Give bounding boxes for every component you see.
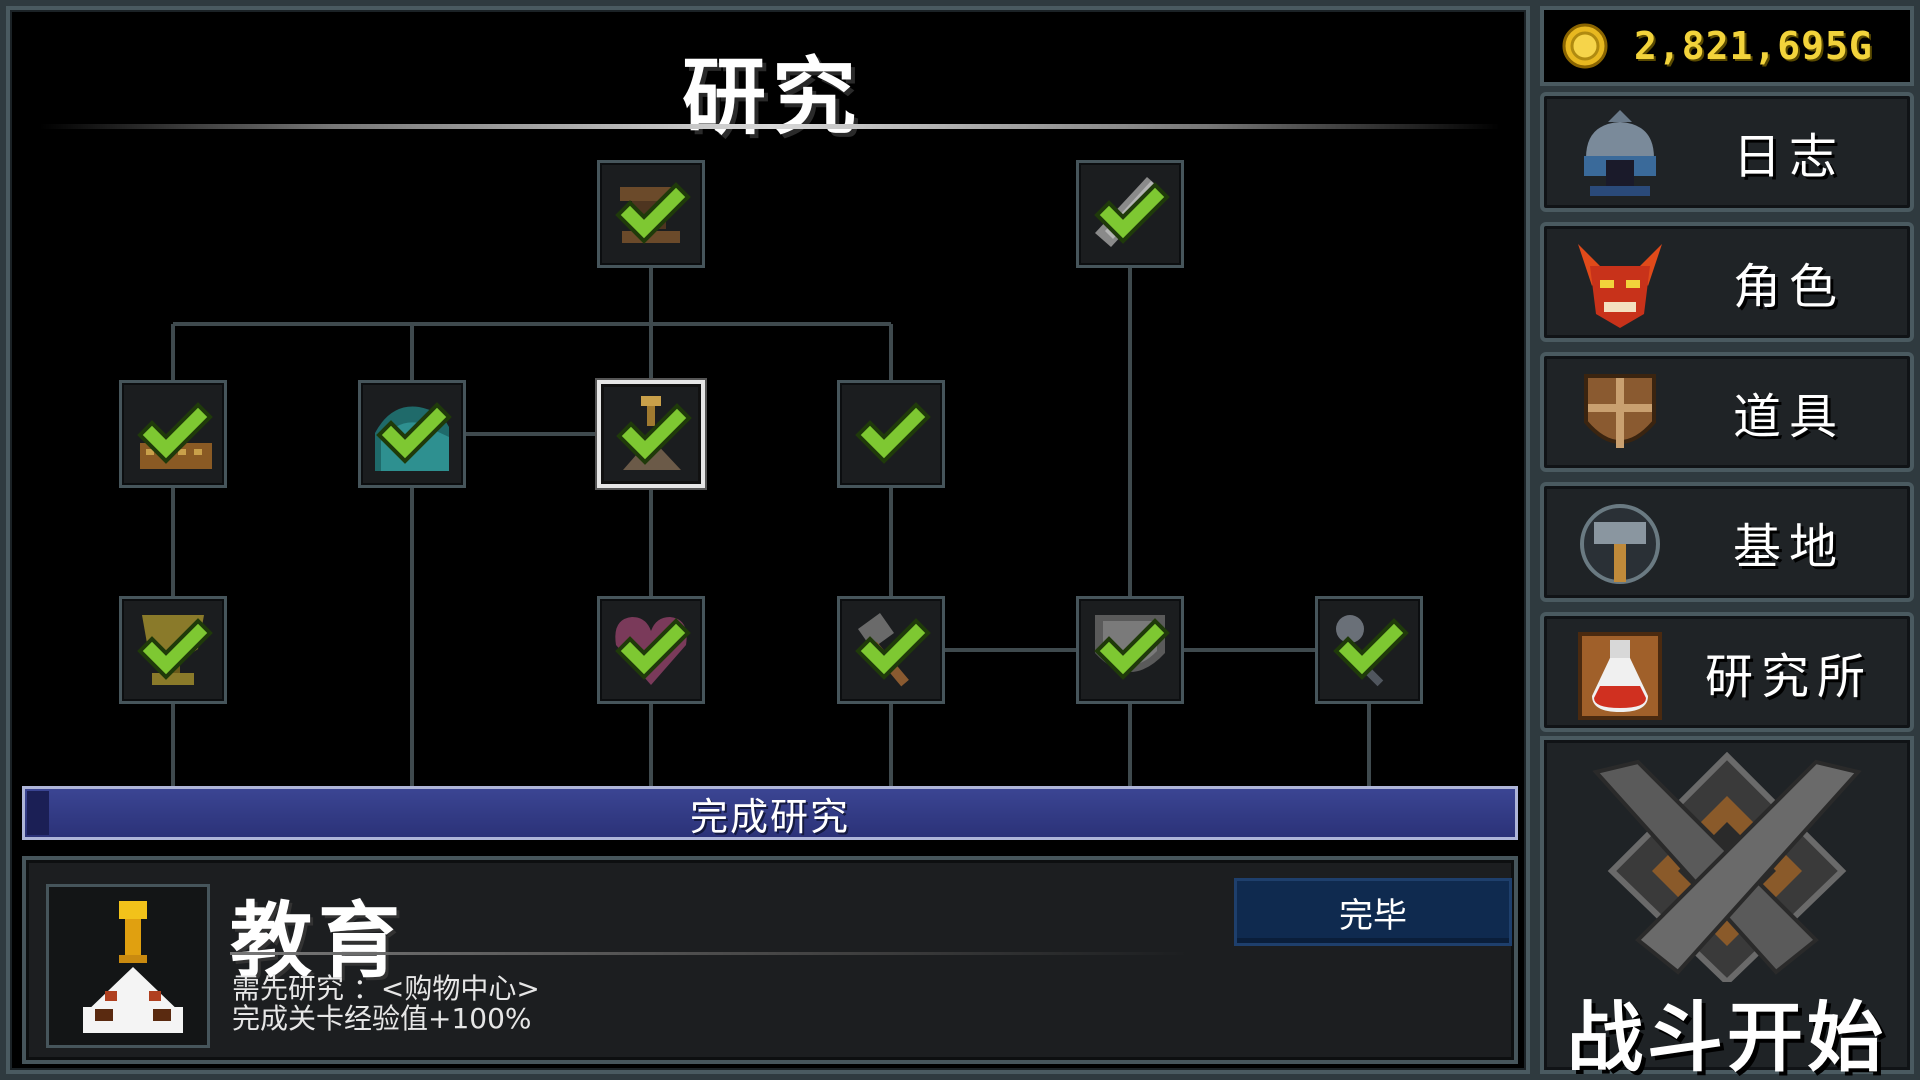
detail-divider: [230, 952, 1190, 955]
complete-research-label: 完成研究: [689, 794, 850, 839]
menu-button-journal[interactable]: 日志: [1540, 92, 1914, 212]
helmet-icon: [1584, 110, 1656, 196]
research-panel: 研究: [6, 6, 1530, 1074]
crossed-swords-icon: [1592, 752, 1862, 982]
potion-icon: [1578, 632, 1662, 720]
research-node-armor[interactable]: [119, 380, 227, 488]
check-icon: [1094, 182, 1170, 244]
menu-label-items: 道具: [1732, 389, 1845, 445]
menu-label-lab: 研究所: [1704, 649, 1873, 705]
gold-amount: 2,821,695G: [1634, 24, 1873, 68]
done-button-label: 完毕: [1339, 895, 1407, 936]
detail-icon-frame: [46, 884, 210, 1048]
research-effect: 完成关卡经验值+100%: [232, 1002, 532, 1035]
shield-icon: [1584, 374, 1656, 448]
gold-counter: 2,821,695G: [1540, 6, 1914, 86]
check-icon: [1333, 618, 1409, 680]
check-icon: [616, 403, 692, 465]
page-title: 研究: [681, 48, 862, 146]
check-icon: [615, 618, 691, 680]
check-icon: [376, 402, 452, 464]
done-button[interactable]: 完毕: [1234, 878, 1512, 946]
hammer-icon: [1580, 504, 1660, 584]
title-divider: [40, 124, 1500, 129]
research-name: 教育: [230, 894, 407, 989]
research-node-axe[interactable]: [837, 596, 945, 704]
research-node-wave[interactable]: [358, 380, 466, 488]
check-icon: [1094, 618, 1170, 680]
check-icon: [137, 618, 213, 680]
check-icon: [855, 402, 931, 464]
research-node-blank[interactable]: [837, 380, 945, 488]
research-requirement: 需先研究 ：<购物中心>: [232, 972, 540, 1005]
menu-label-journal: 日志: [1732, 129, 1845, 185]
menu-label-base: 基地: [1732, 519, 1845, 575]
complete-research-bar[interactable]: 完成研究: [22, 786, 1518, 840]
menu-button-character[interactable]: 角色: [1540, 222, 1914, 342]
research-tree-connectors: [171, 268, 1371, 790]
menu-button-items[interactable]: 道具: [1540, 352, 1914, 472]
research-node-sword[interactable]: [1076, 160, 1184, 268]
menu-button-lab[interactable]: 研究所: [1540, 612, 1914, 732]
battle-start-label: 战斗开始: [1567, 993, 1887, 1080]
research-node-shield[interactable]: [1076, 596, 1184, 704]
menu-button-base[interactable]: 基地: [1540, 482, 1914, 602]
research-detail-panel: 教育 需先研究 ：<购物中心> 完成关卡经验值+100% 完毕: [22, 856, 1518, 1064]
demon-mask-icon: [1578, 244, 1662, 328]
research-node-education[interactable]: [597, 380, 705, 488]
research-node-trophy[interactable]: [119, 596, 227, 704]
coin-icon: [1562, 23, 1608, 69]
menu-label-character: 角色: [1732, 259, 1845, 315]
check-icon: [137, 402, 213, 464]
check-icon: [855, 618, 931, 680]
battle-start-button[interactable]: 战斗开始: [1540, 736, 1914, 1080]
check-icon: [615, 182, 691, 244]
research-node-heart[interactable]: [597, 596, 705, 704]
research-node-mace[interactable]: [1315, 596, 1423, 704]
research-node-anvil[interactable]: [597, 160, 705, 268]
education-icon: [83, 901, 183, 1033]
